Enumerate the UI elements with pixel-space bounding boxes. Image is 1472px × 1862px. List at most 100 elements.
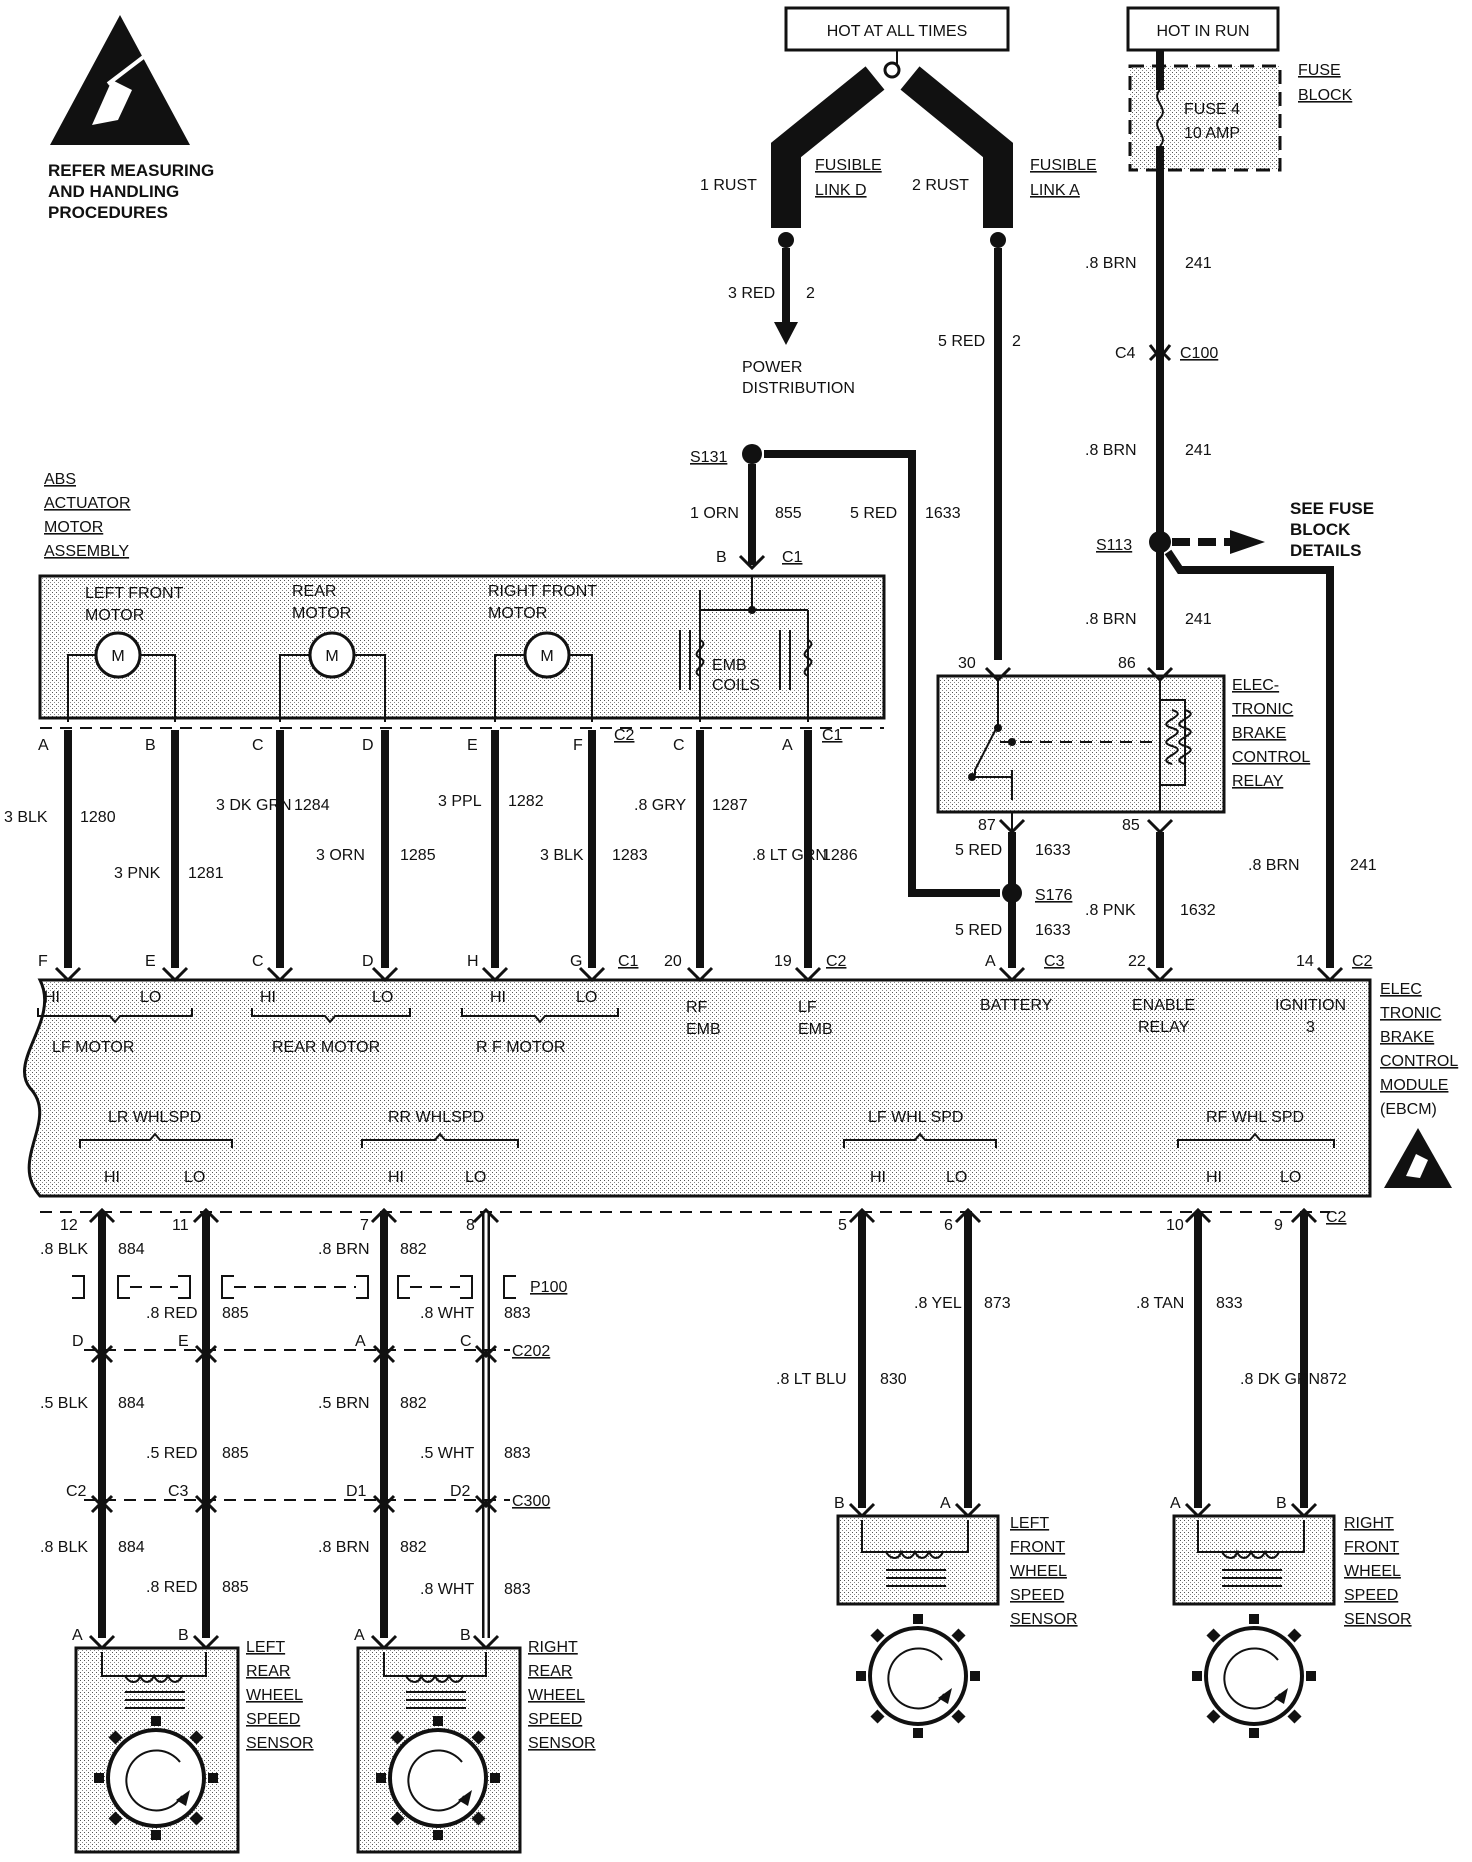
rear-motor-hi: HI bbox=[260, 989, 276, 1006]
red5-circuit: 2 bbox=[1012, 333, 1021, 350]
rear-motor-lo: LO bbox=[372, 989, 393, 1006]
wire-1285-color: 3 ORN bbox=[316, 847, 365, 864]
blk2-circuit: 884 bbox=[118, 1395, 145, 1412]
fuse-label-2: 10 AMP bbox=[1184, 125, 1240, 142]
red87-circuit: 1633 bbox=[1035, 842, 1071, 859]
wht3-circuit: 883 bbox=[504, 1581, 531, 1598]
fuse-block-label-2: BLOCK bbox=[1298, 87, 1353, 104]
actuator-pin-c: C bbox=[252, 737, 264, 754]
right-front-motor-label-2: MOTOR bbox=[488, 605, 547, 622]
red1-label: .8 RED bbox=[146, 1305, 198, 1322]
rf-motor-hi: HI bbox=[490, 989, 506, 1006]
actuator-c1-top: C1 bbox=[782, 549, 803, 566]
hot-in-run-box bbox=[1126, 6, 1280, 52]
ebcm-title-4: CONTROL bbox=[1380, 1053, 1458, 1070]
ebcm-title-6: (EBCM) bbox=[1380, 1101, 1437, 1118]
ebcm-pin-e: E bbox=[145, 953, 156, 970]
see-fuse-label-3: DETAILS bbox=[1290, 541, 1361, 560]
wire-1282-color: 3 PPL bbox=[438, 793, 482, 810]
brn241-1-label: .8 BRN bbox=[1085, 255, 1137, 272]
emb-coils: EMB COILS bbox=[679, 575, 813, 722]
tan-label: .8 TAN bbox=[1136, 1295, 1184, 1312]
ebcm-conn-c3: C3 bbox=[1044, 953, 1065, 970]
rf-emb-label-2: EMB bbox=[686, 1021, 721, 1038]
left-rear-sensor-label-2: REAR bbox=[246, 1663, 290, 1680]
red-c3-label: 5 RED bbox=[955, 922, 1002, 939]
sensor-coil-icon bbox=[885, 1549, 944, 1559]
sensor-coil-icon bbox=[1221, 1549, 1280, 1559]
brn1-circuit: 882 bbox=[400, 1241, 427, 1258]
actuator-pin-a: A bbox=[38, 737, 49, 754]
c202-pin-a: A bbox=[355, 1333, 366, 1350]
relay-title-4: CONTROL bbox=[1232, 749, 1310, 766]
wht1-circuit: 883 bbox=[504, 1305, 531, 1322]
rf-motor-lo: LO bbox=[576, 989, 597, 1006]
rf-whl-spd-label: RF WHL SPD bbox=[1206, 1109, 1304, 1126]
red5-label: 5 RED bbox=[938, 333, 985, 350]
ebcm-pin-22: 22 bbox=[1128, 953, 1146, 970]
electronic-brake-control-relay bbox=[936, 674, 1226, 814]
actuator-pin-a-emb: A bbox=[782, 737, 793, 754]
ignition-label-1: IGNITION bbox=[1275, 997, 1346, 1014]
fuse-block-box bbox=[1128, 64, 1282, 172]
right-front-sensor-label-4: SPEED bbox=[1344, 1587, 1398, 1604]
c100-connector: C100 bbox=[1180, 345, 1218, 362]
s131-splice bbox=[742, 444, 762, 464]
fusible-link-d-label-2: LINK D bbox=[815, 182, 867, 199]
wire-1283-circuit: 1283 bbox=[612, 847, 648, 864]
brn241-1-circuit: 241 bbox=[1185, 255, 1212, 272]
electronic-brake-control-module bbox=[23, 978, 1372, 1198]
lf-motor-lo: LO bbox=[140, 989, 161, 1006]
rf-emb-label-1: RF bbox=[686, 999, 708, 1016]
relay-pin-30: 30 bbox=[958, 655, 976, 672]
left-rear-wheel-speed-sensor: A B bbox=[72, 1627, 240, 1854]
left-rear-sensor-label-1: LEFT bbox=[246, 1639, 285, 1656]
rr-whlspd-label: RR WHLSPD bbox=[388, 1109, 484, 1126]
brn-ign-circuit: 241 bbox=[1350, 857, 1377, 874]
c300-label: C300 bbox=[512, 1493, 550, 1510]
svg-text:M: M bbox=[325, 648, 338, 665]
s113-splice bbox=[1149, 531, 1171, 553]
dkgrn-circuit: 872 bbox=[1320, 1371, 1347, 1388]
power-distribution-label-2: DISTRIBUTION bbox=[742, 380, 855, 397]
relay-pin-85: 85 bbox=[1122, 817, 1140, 834]
tone-wheel-icon bbox=[106, 1728, 206, 1828]
ebcm-top-pin-arrows bbox=[54, 966, 1344, 983]
relay-title-5: RELAY bbox=[1232, 773, 1284, 790]
wire-1283-color: 3 BLK bbox=[540, 847, 584, 864]
red-c3-circuit: 1633 bbox=[1035, 922, 1071, 939]
ebcm-pin-f: F bbox=[38, 953, 48, 970]
ebcm-pin-7: 7 bbox=[360, 1217, 369, 1234]
see-fuse-label-1: SEE FUSE bbox=[1290, 499, 1374, 518]
rrws-pin-b: B bbox=[460, 1627, 471, 1644]
ebcm-pin-g: G bbox=[570, 953, 582, 970]
brn1-label: .8 BRN bbox=[318, 1241, 370, 1258]
red2-label: .5 RED bbox=[146, 1445, 198, 1462]
right-front-sensor-label-2: FRONT bbox=[1344, 1539, 1399, 1556]
actuator-pin-b2: B bbox=[145, 737, 156, 754]
left-front-sensor-label-2: FRONT bbox=[1010, 1539, 1065, 1556]
ebcm-pin-h: H bbox=[467, 953, 479, 970]
rear-motor-label-2: MOTOR bbox=[292, 605, 351, 622]
rear-motor-ebcm-label: REAR MOTOR bbox=[272, 1039, 380, 1056]
ebcm-pin-c: C bbox=[252, 953, 264, 970]
svg-text:M: M bbox=[111, 648, 124, 665]
wire-1281-color: 3 PNK bbox=[114, 865, 161, 882]
wire-1281-circuit: 1281 bbox=[188, 865, 224, 882]
rf-whl-spd-hi: HI bbox=[1206, 1169, 1222, 1186]
ebcm-conn-c1: C1 bbox=[618, 953, 639, 970]
right-rear-sensor-label-3: WHEEL bbox=[528, 1687, 585, 1704]
ignition-wire bbox=[1164, 549, 1334, 968]
c202-pin-c: C bbox=[460, 1333, 472, 1350]
pnk-label: .8 PNK bbox=[1085, 902, 1136, 919]
abs-actuator-motor-assembly bbox=[38, 574, 886, 720]
blk2-label: .5 BLK bbox=[40, 1395, 88, 1412]
svg-text:M: M bbox=[540, 648, 553, 665]
rust-1-label: 1 RUST bbox=[700, 177, 757, 194]
relay-title-1: ELEC- bbox=[1232, 677, 1279, 694]
ebcm-title-5: MODULE bbox=[1380, 1077, 1448, 1094]
enable-relay-label-1: ENABLE bbox=[1132, 997, 1195, 1014]
actuator-pin-f: F bbox=[573, 737, 583, 754]
brn241-3-circuit: 241 bbox=[1185, 611, 1212, 628]
